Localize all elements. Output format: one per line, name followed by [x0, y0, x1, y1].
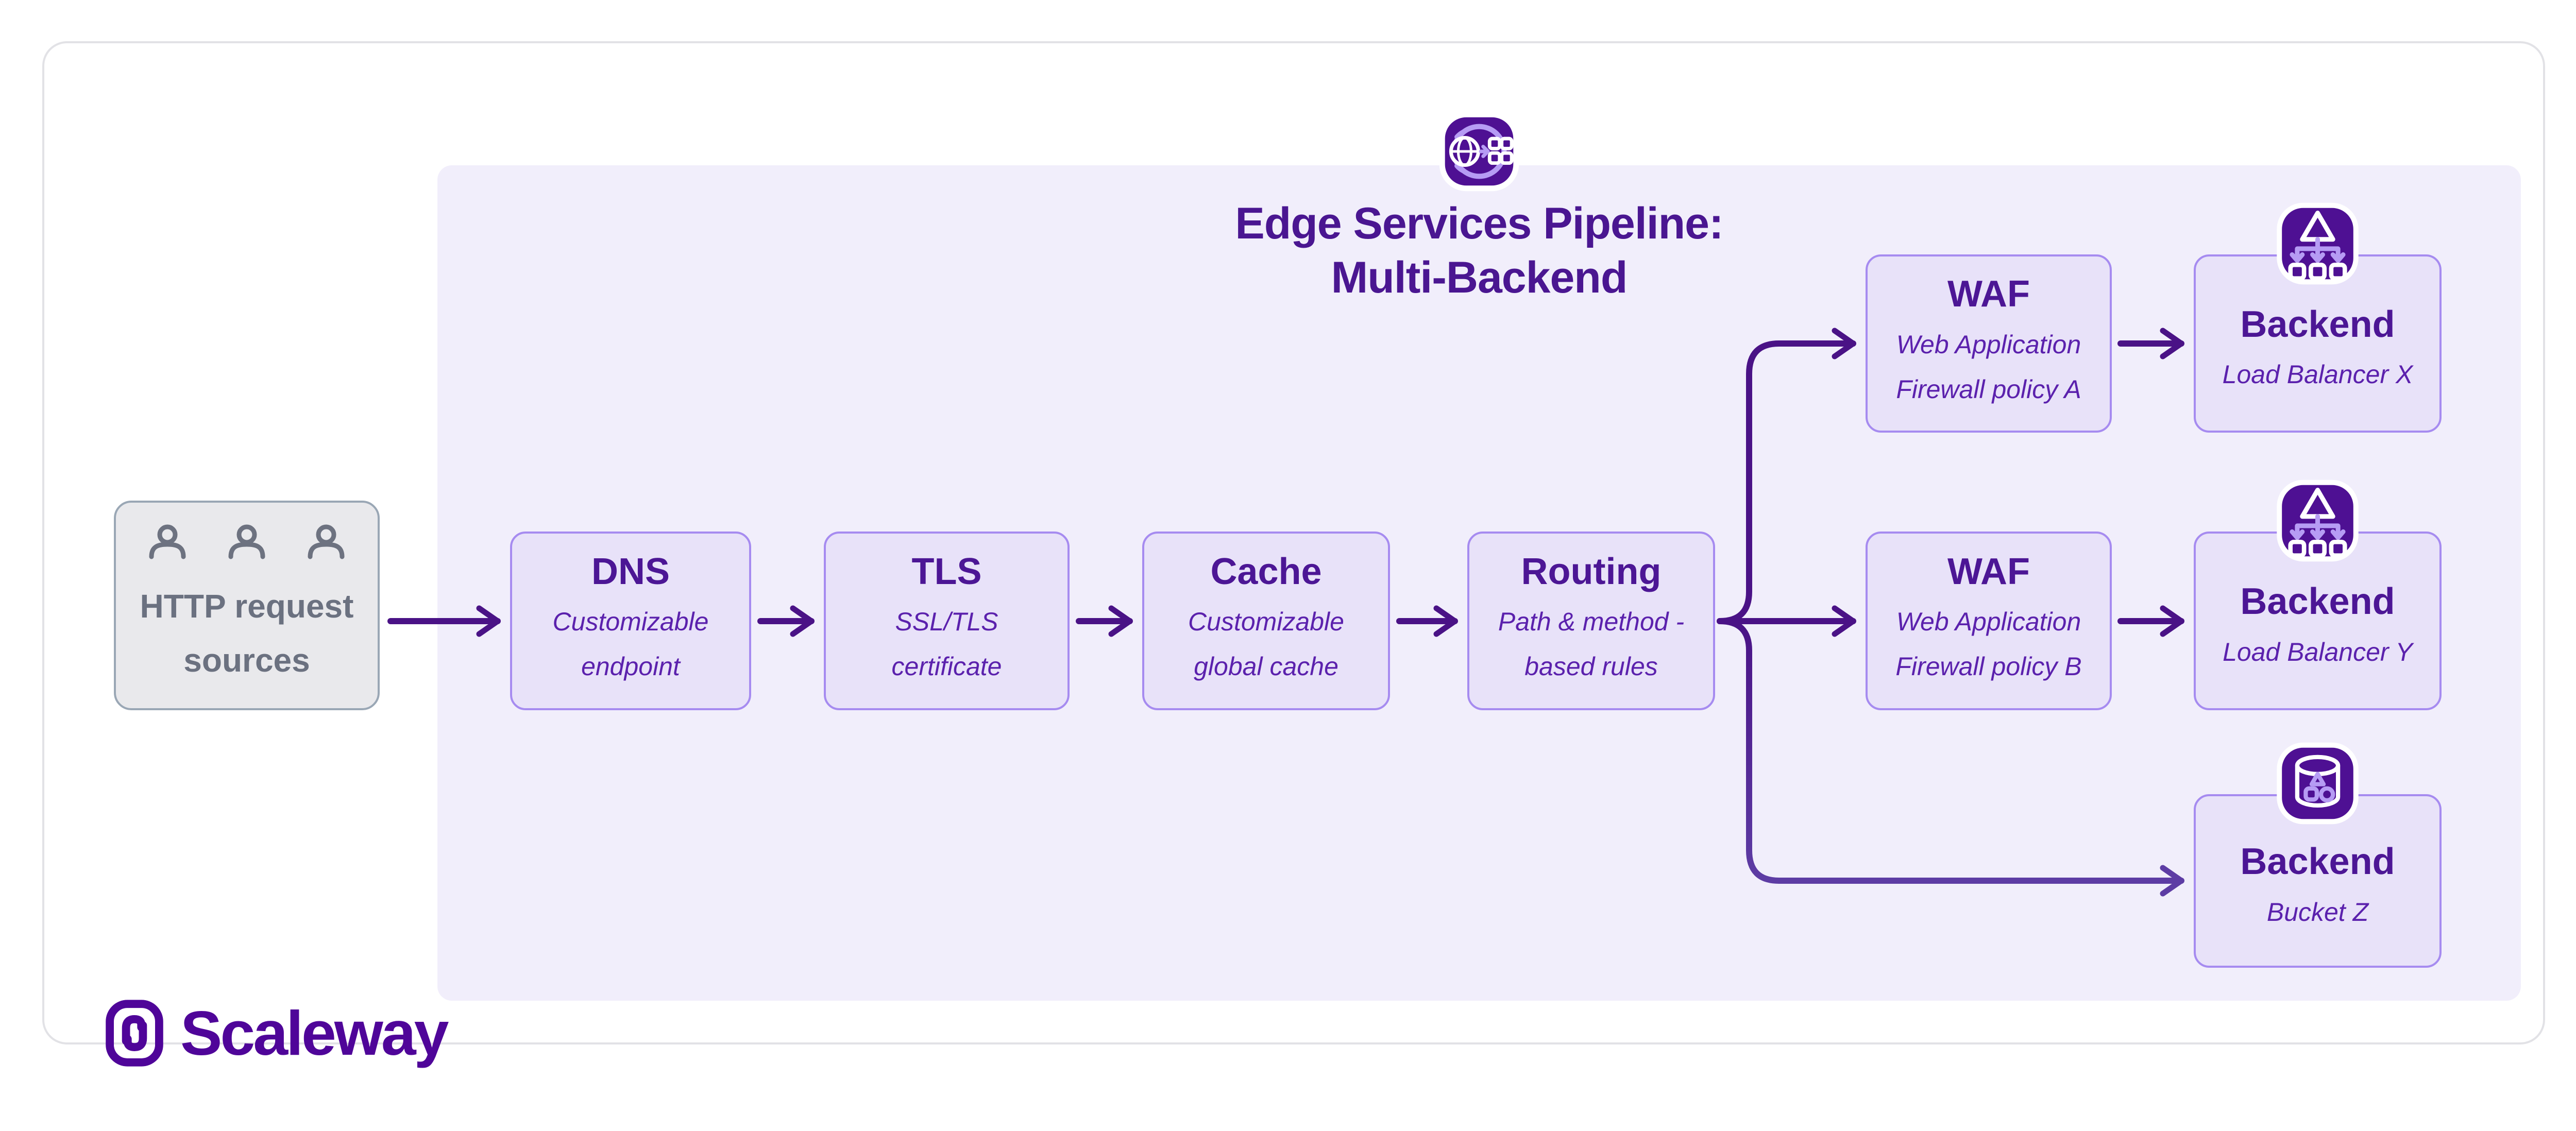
node-title: WAF	[1947, 273, 2030, 315]
user-icon	[228, 524, 265, 559]
node-title: Backend	[2240, 841, 2395, 883]
node-subtitle: Load Balancer X	[2222, 360, 2413, 389]
users-icon	[147, 524, 347, 566]
diagram-title: Edge Services Pipeline: Multi-Backend	[964, 197, 1994, 305]
diagram-card: Edge Services Pipeline: Multi-Backend HT…	[42, 41, 2545, 1068]
load-balancer-icon	[2275, 201, 2360, 289]
node-title: Cache	[1210, 551, 1322, 592]
routing-node: Routing Path & method -based rules	[1467, 532, 1715, 710]
user-icon	[149, 524, 186, 559]
node-title: DNS	[591, 551, 670, 592]
node-title: Backend	[2240, 581, 2395, 623]
source-label: HTTP request sources	[140, 587, 354, 679]
node-subtitle: Bucket Z	[2266, 897, 2369, 927]
node-title: TLS	[911, 551, 982, 592]
scaleway-logo-mark-icon	[106, 1000, 163, 1067]
node-title: Routing	[1521, 551, 1662, 592]
node-title: WAF	[1947, 551, 2030, 592]
edge-services-icon	[1439, 111, 1519, 194]
user-icon	[308, 524, 345, 559]
bucket-icon	[2275, 741, 2360, 829]
load-balancer-icon	[2275, 478, 2360, 566]
diagram-title-line1: Edge Services Pipeline:	[1235, 199, 1723, 248]
http-request-sources-box: HTTP request sources	[114, 501, 380, 710]
diagram-title-line2: Multi-Backend	[1331, 252, 1628, 302]
scaleway-wordmark: Scaleway	[180, 998, 449, 1068]
node-subtitle: Load Balancer Y	[2223, 637, 2413, 666]
scaleway-logo: Scaleway	[102, 997, 449, 1069]
node-subtitle: Path & method -based rules	[1498, 607, 1685, 681]
node-title: Backend	[2240, 303, 2395, 345]
